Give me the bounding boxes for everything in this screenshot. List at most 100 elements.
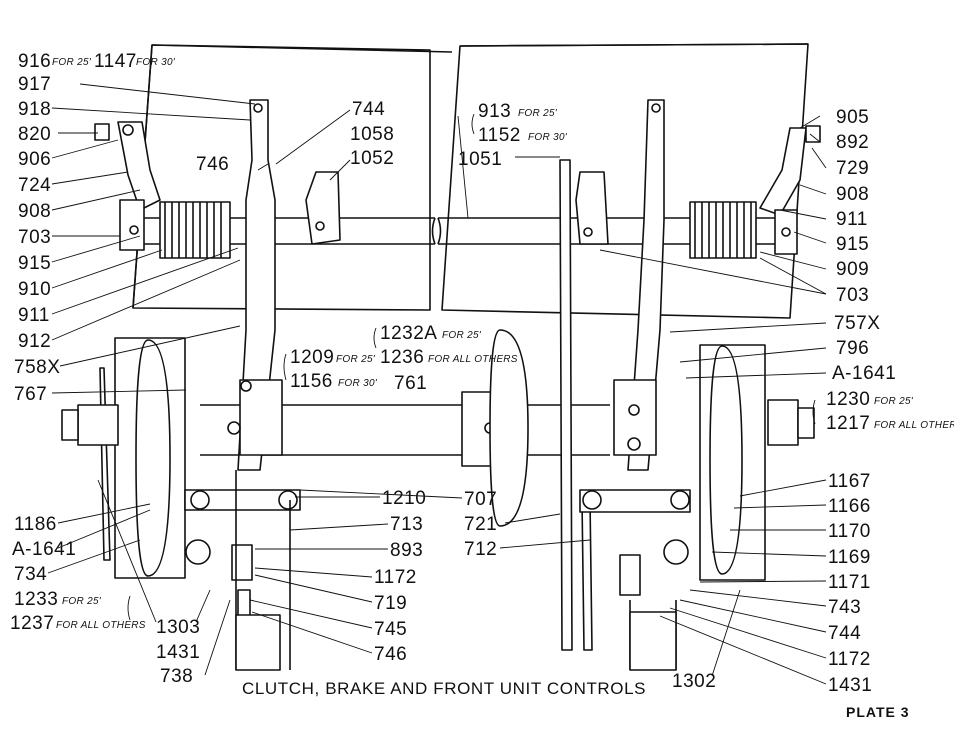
label-1431-right: 1431 [828, 675, 873, 696]
label-1210: 1210 [382, 488, 427, 509]
label-738: 738 [160, 666, 194, 687]
label-906: 906 [18, 149, 52, 170]
leader-lines [47, 83, 827, 685]
right-clutch-drum [699, 344, 815, 581]
label-1230: 1230 [826, 389, 871, 410]
label-757x: 757X [834, 313, 881, 334]
left-toggle-linkage [184, 470, 301, 671]
right-toggle-linkage [579, 489, 691, 671]
drawing-title: CLUTCH, BRAKE AND FRONT UNIT CONTROLS [242, 679, 647, 698]
label-729: 729 [836, 158, 870, 179]
left-spring-bracket [94, 121, 161, 251]
label-916-note: FOR 25' [52, 57, 92, 68]
label-913: 913 [478, 101, 512, 122]
label-758x: 758X [14, 357, 61, 378]
label-1171: 1171 [828, 572, 871, 593]
label-1217-note: FOR ALL OTHERS [874, 420, 954, 431]
label-1302: 1302 [672, 671, 717, 692]
label-1058: 1058 [350, 124, 395, 145]
label-a1641: A-1641 [12, 539, 77, 560]
left-coil-spring [159, 201, 231, 259]
right-pawl [575, 171, 609, 245]
label-796: 796 [836, 338, 870, 359]
label-703-right: 703 [836, 285, 870, 306]
label-1232a: 1232A [380, 323, 438, 344]
label-913-note: FOR 25' [518, 108, 558, 119]
label-a1641-right: A-1641 [832, 363, 897, 384]
label-915: 915 [18, 253, 52, 274]
label-1217: 1217 [826, 413, 871, 434]
label-909: 909 [836, 259, 870, 280]
label-712: 712 [464, 539, 498, 560]
label-1237: 1237 [10, 613, 55, 634]
label-910: 910 [18, 279, 52, 300]
label-1431: 1431 [156, 642, 201, 663]
label-1236: 1236 [380, 347, 425, 368]
label-905: 905 [836, 107, 870, 128]
label-1236-note: FOR ALL OTHERS [428, 354, 518, 365]
label-893: 893 [390, 540, 424, 561]
label-918: 918 [18, 99, 52, 120]
right-coil-spring [689, 201, 757, 259]
label-734: 734 [14, 564, 48, 585]
label-767: 767 [14, 384, 48, 405]
label-1152-note: FOR 30' [528, 132, 568, 143]
label-746: 746 [196, 154, 230, 175]
control-rods [559, 159, 593, 651]
label-744: 744 [352, 99, 386, 120]
brake-disc [489, 329, 529, 527]
label-917: 917 [18, 74, 52, 95]
label-915-right: 915 [836, 234, 870, 255]
label-724: 724 [18, 175, 52, 196]
label-719: 719 [374, 593, 408, 614]
left-control-lever [227, 99, 283, 471]
label-1186: 1186 [14, 514, 57, 535]
label-1156: 1156 [290, 371, 333, 392]
label-1167: 1167 [828, 471, 871, 492]
label-703: 703 [18, 227, 52, 248]
label-1166: 1166 [828, 496, 871, 517]
label-745: 745 [374, 619, 408, 640]
right-spring-bracket [759, 125, 821, 255]
label-1237-note: FOR ALL OTHERS [56, 620, 146, 631]
right-control-lever [613, 99, 665, 471]
label-1051: 1051 [458, 149, 503, 170]
label-1170: 1170 [828, 521, 871, 542]
label-1209-note: FOR 25' [336, 354, 376, 365]
label-1233-note: FOR 25' [62, 596, 102, 607]
label-713: 713 [390, 514, 424, 535]
label-908-right: 908 [836, 184, 870, 205]
label-707: 707 [464, 489, 498, 510]
label-1172-right: 1172 [828, 649, 871, 670]
label-1230-note: FOR 25' [874, 396, 914, 407]
label-1052: 1052 [350, 148, 395, 169]
right-platform-panel [441, 43, 809, 319]
plate-number: PLATE 3 [846, 704, 910, 720]
left-pawl [305, 171, 341, 245]
label-912: 912 [18, 331, 52, 352]
label-1152: 1152 [478, 125, 521, 146]
label-892: 892 [836, 132, 870, 153]
label-911-right: 911 [836, 209, 868, 230]
label-744-right: 744 [828, 623, 862, 644]
label-761: 761 [394, 373, 428, 394]
left-clutch-drum [61, 337, 186, 579]
label-1147-note: FOR 30' [136, 57, 176, 68]
left-platform-panel [132, 44, 453, 311]
label-1147: 1147 [94, 51, 137, 72]
label-908: 908 [18, 201, 52, 222]
label-721: 721 [464, 514, 498, 535]
label-916: 916 [18, 51, 52, 72]
label-743: 743 [828, 597, 862, 618]
label-1169: 1169 [828, 547, 871, 568]
label-1172: 1172 [374, 567, 417, 588]
label-1209: 1209 [290, 347, 335, 368]
label-1232a-note: FOR 25' [442, 330, 482, 341]
label-1233: 1233 [14, 589, 59, 610]
label-746-lower: 746 [374, 644, 408, 665]
label-1303: 1303 [156, 617, 201, 638]
label-820: 820 [18, 124, 52, 145]
label-911: 911 [18, 305, 50, 326]
label-1156-note: FOR 30' [338, 378, 378, 389]
